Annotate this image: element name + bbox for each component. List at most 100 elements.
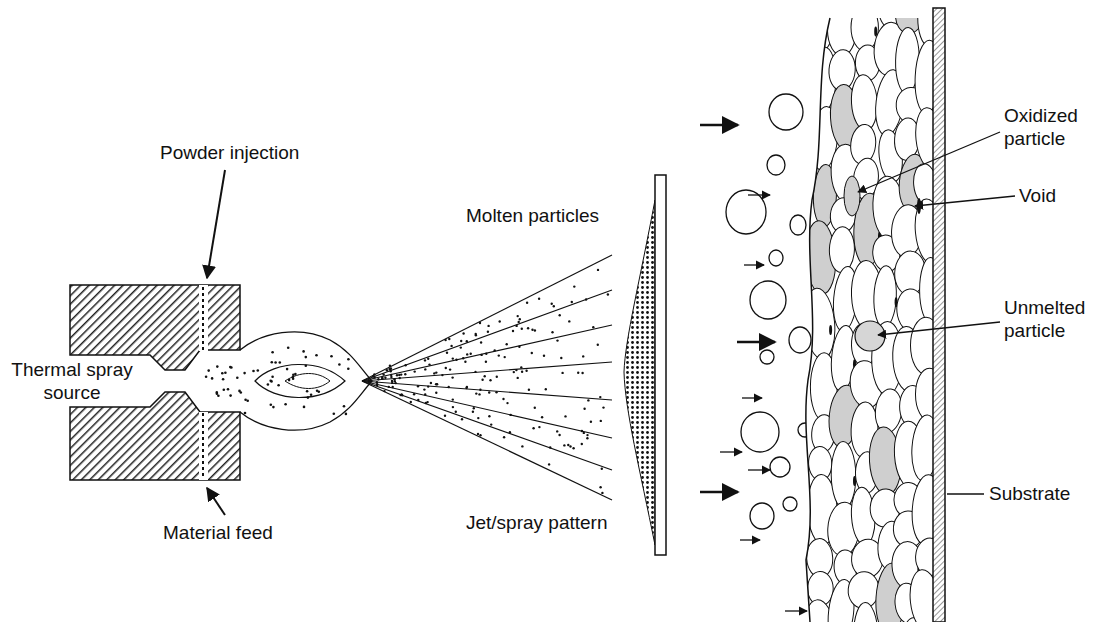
particle-dot: [599, 486, 601, 488]
particle-dot: [543, 355, 545, 357]
splat: [850, 74, 879, 131]
particle-dot: [485, 353, 487, 355]
particle-dot: [389, 365, 391, 367]
particle-dot: [307, 396, 310, 399]
particle-dot: [424, 393, 426, 395]
particle-dots: [369, 269, 609, 494]
particle-dot: [506, 402, 508, 404]
particle-dot: [573, 285, 575, 287]
splat: [831, 441, 857, 508]
particle-dot: [474, 371, 476, 373]
particle-dot: [509, 431, 511, 433]
particle-dot: [532, 427, 534, 429]
particle-dot: [577, 372, 579, 374]
particle-dot: [236, 377, 239, 380]
particle-dot: [430, 382, 432, 384]
molten-particle: [783, 497, 797, 511]
feature-label: Material feed: [163, 521, 333, 544]
particle-dot: [227, 388, 230, 391]
particle-dot: [538, 426, 540, 428]
plume-core: [255, 364, 345, 397]
jet-ray: [362, 255, 612, 381]
particle-dot: [480, 341, 482, 343]
particle-dot: [224, 371, 227, 374]
motion-arrow: [748, 469, 770, 470]
particle-dot: [244, 412, 247, 415]
particle-dot: [303, 406, 306, 409]
particle-dot: [277, 384, 280, 387]
jet-ray: [362, 290, 612, 381]
particle-dot: [466, 386, 468, 388]
particle-dot: [436, 383, 438, 385]
particle-dot: [451, 376, 453, 378]
particle-dot: [460, 346, 462, 348]
particle-dot: [229, 394, 232, 397]
particle-dot: [556, 430, 558, 432]
component-label: Thermal spray source: [2, 358, 142, 404]
jet-ray: [362, 381, 612, 438]
particle-dot: [450, 345, 452, 347]
particle-dot: [338, 363, 341, 366]
particle-dot: [564, 415, 566, 417]
particle-dot: [428, 363, 430, 365]
particle-dot: [252, 370, 255, 373]
molten-particle: [769, 94, 803, 130]
motion-arrow: [700, 124, 738, 127]
molten-particle: [789, 327, 811, 353]
particle-dot: [607, 293, 609, 295]
particle-dot: [271, 376, 274, 379]
particle-dot: [601, 492, 603, 494]
particle-dot: [563, 444, 565, 446]
particle-dot: [560, 357, 562, 359]
particle-dot: [504, 356, 506, 358]
oxidized-particle: [844, 176, 860, 216]
particle-dot: [222, 378, 225, 381]
coating-edge: [806, 18, 830, 622]
particle-dot: [581, 372, 583, 374]
molten-particle: [750, 281, 786, 319]
particle-dot: [279, 361, 282, 364]
spray-pattern: [624, 200, 655, 545]
particle-dot: [414, 370, 416, 372]
particle-dot: [597, 269, 599, 271]
leader-arrow: [915, 196, 1015, 206]
particle-dot: [257, 369, 260, 372]
particle-dot: [400, 393, 402, 395]
particle-dot: [305, 356, 308, 359]
splat: [873, 265, 898, 328]
particle-dot: [583, 408, 585, 410]
particle-dot: [401, 394, 403, 396]
motion-arrow: [785, 610, 807, 611]
particle-dot: [475, 392, 477, 394]
particle-dot: [488, 415, 490, 417]
motion-arrow: [742, 397, 762, 398]
particle-dot: [455, 411, 457, 413]
particle-dot: [302, 350, 305, 353]
leader-arrow: [858, 132, 1000, 192]
particle-dot: [479, 434, 481, 436]
particle-dot: [470, 353, 472, 355]
particle-dots: [205, 346, 350, 415]
particle-dot: [452, 357, 454, 359]
particle-dot: [489, 379, 491, 381]
particle-dot: [496, 376, 498, 378]
particle-dot: [556, 339, 558, 341]
particle-dot: [345, 413, 348, 416]
particle-dot: [238, 390, 241, 393]
molten-particle: [770, 457, 790, 477]
particle-dot: [558, 434, 560, 436]
particle-dot: [286, 368, 289, 371]
particle-dot: [464, 361, 466, 363]
particle-dot: [461, 418, 463, 420]
callout-label: Oxidized particle: [1004, 104, 1094, 150]
particle-dot: [423, 388, 425, 390]
coating: [800, 0, 946, 622]
particle-dot: [444, 339, 446, 341]
motion-arrow: [748, 194, 770, 195]
particle-dot: [572, 447, 574, 449]
particle-dot: [347, 358, 350, 361]
particle-dot: [294, 373, 297, 376]
particle-dot: [384, 377, 386, 379]
particle-dot: [455, 359, 457, 361]
particle-dot: [305, 364, 308, 367]
